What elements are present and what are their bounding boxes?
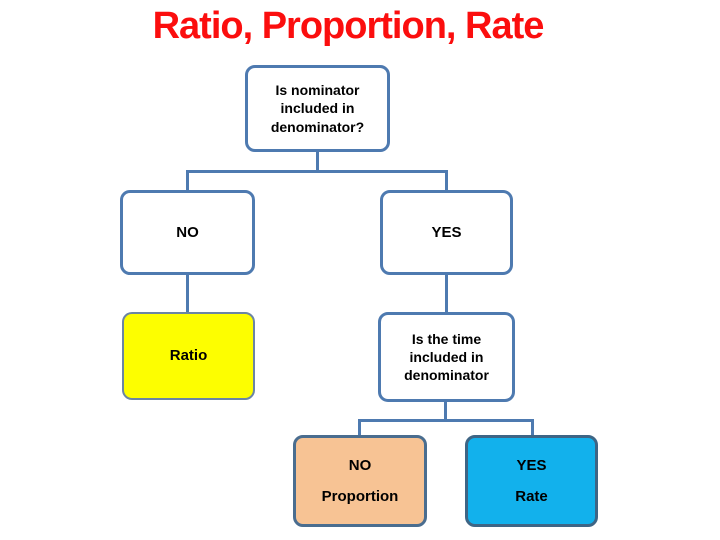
result-node-proportion-label: Proportion [321,487,399,505]
connector-root-split-bar [186,170,448,173]
question-node-nominator-label: Is nominator included in denominator? [270,82,365,135]
question-node-time: Is the time included in denominator [378,312,515,402]
connector-yes-to-time [445,275,448,313]
result-node-proportion: NO Proportion [293,435,427,527]
answer-node-yes-label: YES [431,223,462,241]
result-node-ratio-label: Ratio [169,347,208,365]
answer-node-no-label: NO [176,223,199,241]
connector-time-stem [444,401,447,421]
result-node-rate: YES Rate [465,435,598,527]
answer-node-no: NO [120,190,255,275]
result-node-rate-answer: YES [516,457,547,474]
connector-root-stem [316,152,319,172]
result-node-proportion-answer: NO [348,457,372,474]
connector-to-no-node [186,170,189,191]
answer-node-yes: YES [380,190,513,275]
connector-to-proportion [358,419,361,436]
connector-to-rate [531,419,534,436]
question-node-nominator: Is nominator included in denominator? [245,65,390,152]
result-node-rate-label: Rate [515,487,548,505]
question-node-time-label: Is the time included in denominator [404,330,489,384]
slide-title: Ratio, Proportion, Rate [152,5,545,47]
connector-time-split-bar [358,419,534,422]
connector-to-yes-node [445,170,448,191]
result-node-ratio: Ratio [122,312,255,400]
connector-no-to-ratio [186,275,189,313]
